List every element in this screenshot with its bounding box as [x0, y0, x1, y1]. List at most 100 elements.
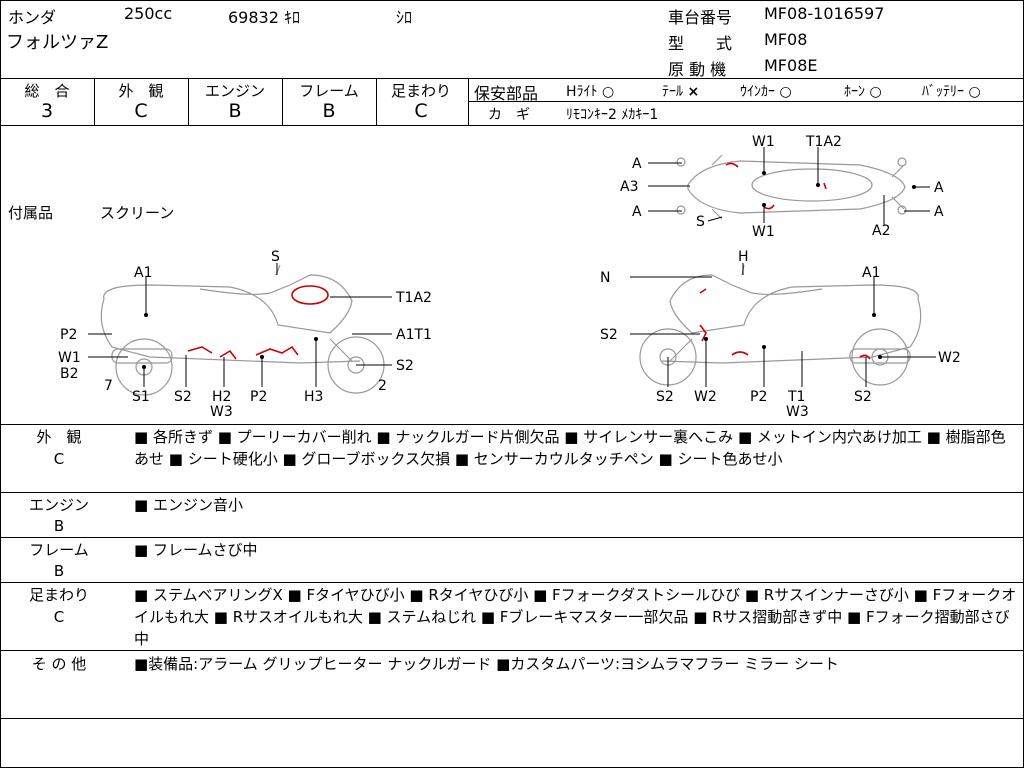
- accessories-value: スクリーン: [100, 204, 175, 222]
- grade-divider-1: [94, 78, 95, 125]
- diagram-label: B2: [60, 366, 79, 382]
- safety-horn: ﾎｰﾝ ○: [844, 81, 882, 101]
- engine-value: MF08E: [764, 56, 818, 75]
- grade-engine-value: B: [228, 100, 242, 122]
- suspension-section-grade: C: [53, 608, 65, 626]
- grade-divider-2: [188, 78, 189, 125]
- top-view-leaders: [648, 147, 930, 225]
- accessories-label: 付属品: [8, 204, 54, 222]
- safety-tail-label: ﾃｰﾙ: [662, 84, 683, 100]
- frame-section-grade: B: [53, 562, 65, 580]
- diagram-label: A3: [620, 179, 638, 195]
- safety-battery-label: ﾊﾞｯﾃﾘｰ: [922, 84, 964, 100]
- key-value: ﾘﾓｺﾝｷｰ2 ﾒｶｷｰ1: [566, 107, 659, 123]
- diagram-label: S2: [600, 327, 618, 343]
- grade-divider-4: [376, 78, 377, 125]
- safety-winker-label: ｳｲﾝｶｰ: [740, 84, 775, 100]
- exterior-section-label: 外 観: [36, 428, 82, 446]
- diagram-label: H3: [304, 389, 323, 405]
- diagram-label: S2: [174, 389, 192, 405]
- rule-section-6: [0, 718, 1024, 719]
- rule-grades-top: [0, 78, 1024, 79]
- diagram-label: W1: [752, 224, 775, 240]
- rule-safety-middle: [468, 101, 1024, 102]
- rule-grades-bottom: [0, 125, 1024, 126]
- grade-engine-label: エンジン: [204, 82, 265, 100]
- diagram-label: T1A2: [805, 134, 842, 150]
- displacement: 250cc: [124, 4, 173, 23]
- body-color: ｼﾛ: [396, 8, 413, 27]
- safety-title: 保安部品: [474, 84, 539, 103]
- diagram-label: P2: [250, 389, 267, 405]
- diagram-label: P2: [750, 389, 767, 405]
- diagram-label: S1: [132, 389, 150, 405]
- diagram-label: 7: [104, 378, 113, 394]
- mileage: 69832 ｷﾛ: [228, 8, 300, 27]
- diagram-label: T1: [787, 389, 805, 405]
- diagram-label: A: [934, 204, 944, 220]
- safety-winker-mark: ○: [779, 84, 792, 100]
- engine-section-grade: B: [53, 517, 65, 535]
- other-notes: ■装備品:アラーム グリップヒーター ナックルガード ■カスタムパーツ:ヨシムラ…: [134, 655, 839, 673]
- safety-horn-mark: ○: [869, 84, 882, 100]
- right-view-scooter: [639, 264, 922, 386]
- rule-section-top: [0, 424, 1024, 425]
- diagram-label: H2: [212, 389, 231, 405]
- grade-suspension-value: C: [414, 100, 428, 122]
- diagram-label: N: [600, 270, 610, 286]
- diagram-label: H: [738, 249, 749, 265]
- safety-headlight-label: Hﾗｲﾄ: [566, 84, 598, 100]
- model-name: フォルツァZ: [6, 32, 109, 53]
- grade-divider-5: [468, 78, 469, 125]
- type-value: MF08: [764, 30, 808, 49]
- grade-divider-3: [282, 78, 283, 125]
- safety-winker: ｳｲﾝｶｰ ○: [740, 81, 792, 101]
- engine-section-label: エンジン: [28, 496, 89, 514]
- diagram-label: W1: [752, 134, 775, 150]
- top-view-scooter: [676, 154, 907, 220]
- diagram-label: T1A2: [395, 290, 432, 306]
- diagram-label: A1T1: [396, 327, 432, 343]
- grade-suspension-label: 足まわり: [390, 82, 451, 100]
- diagram-label: A: [632, 204, 642, 220]
- safety-tail: ﾃｰﾙ ×: [662, 81, 699, 101]
- diagram-label: W1: [58, 350, 81, 366]
- grade-exterior-value: C: [134, 100, 148, 122]
- suspension-notes: ■ ステムベアリングX ■ Fタイヤひび小 ■ Rタイヤひび小 ■ Fフォークダ…: [134, 586, 1017, 648]
- key-label: カ ギ: [488, 107, 530, 123]
- other-section-label: そ の 他: [31, 655, 87, 673]
- left-view-leaders: [88, 263, 392, 387]
- exterior-notes: ■ 各所きず ■ プーリーカバー削れ ■ ナックルガード片側欠品 ■ サイレンサ…: [134, 428, 1006, 468]
- safety-headlight-mark: ○: [601, 84, 615, 100]
- diagram-label: A: [934, 180, 944, 196]
- grade-exterior-label: 外 観: [118, 82, 164, 100]
- suspension-section-label: 足まわり: [28, 586, 89, 604]
- rule-section-3: [0, 537, 1024, 538]
- diagram-label: W2: [938, 350, 961, 366]
- diagram-label: S2: [656, 389, 674, 405]
- damage-diagram: A A3 A S W1 T1A2 W1 A A A2 S A1: [58, 134, 961, 420]
- grade-frame-label: フレーム: [299, 82, 359, 100]
- frame-notes: ■ フレームさび中: [134, 541, 258, 559]
- diagram-label: A2: [872, 223, 890, 239]
- exterior-section-grade: C: [53, 450, 65, 468]
- diagram-label: S2: [396, 358, 414, 374]
- rule-section-4: [0, 582, 1024, 583]
- diagram-label: S: [696, 214, 705, 230]
- diagram-label: 2: [378, 378, 387, 394]
- diagram-label: S2: [854, 389, 872, 405]
- rule-section-2: [0, 492, 1024, 493]
- rule-section-5: [0, 650, 1024, 651]
- chassis-label: 車台番号: [668, 8, 733, 27]
- diagram-label: A: [632, 156, 642, 172]
- diagram-label: W2: [694, 389, 717, 405]
- diagram-label: S: [271, 249, 280, 265]
- grade-overall-label: 総 合: [24, 82, 70, 100]
- maker-name: ホンダ: [8, 8, 57, 27]
- diagram-label: P2: [60, 327, 77, 343]
- safety-headlight: Hﾗｲﾄ ○: [566, 81, 614, 101]
- type-label: 型 式: [668, 34, 733, 53]
- safety-horn-label: ﾎｰﾝ: [844, 84, 865, 100]
- diagram-label: A1: [862, 265, 880, 281]
- diagram-label: W3: [786, 404, 809, 420]
